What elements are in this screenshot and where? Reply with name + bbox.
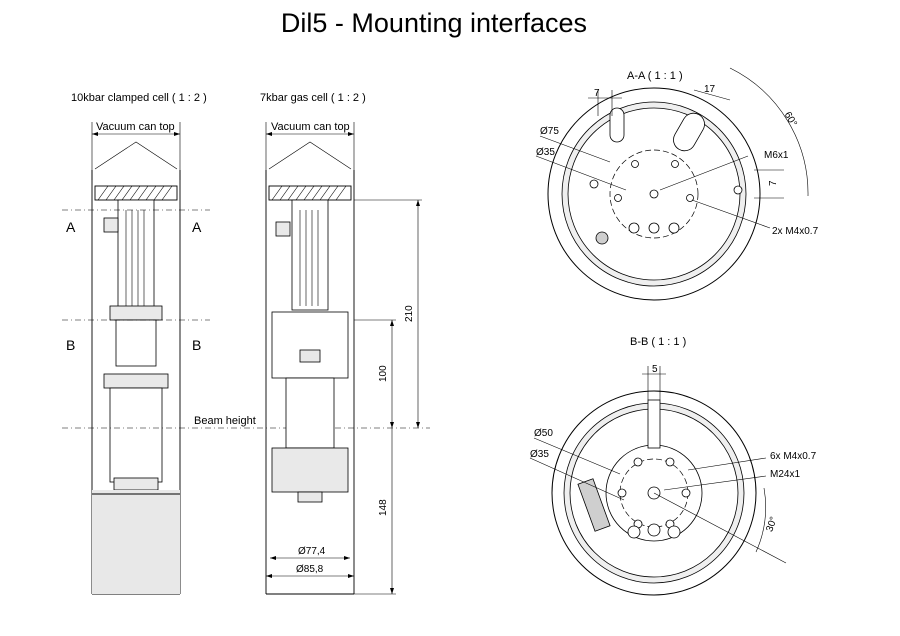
section-aa-view: A-A ( 1 : 1 ) 7 17 60° Ø75 Ø35 M6x1 (535, 67, 819, 301)
vacuum-can-top-label-left: Vacuum can top (96, 121, 175, 133)
bb-dim-m4: 6x M4x0.7 (770, 451, 817, 462)
beam-height-label: Beam height (194, 415, 256, 427)
dim-148: 148 (378, 499, 389, 516)
bb-dim-diameter-50: Ø50 (534, 428, 553, 439)
aa-dim-m6: M6x1 (764, 150, 789, 161)
dim-100: 100 (378, 365, 389, 382)
drawing-title: Dil5 - Mounting interfaces (281, 8, 587, 38)
bb-dim-m24: M24x1 (770, 469, 800, 480)
section-a-right-marker: A (192, 219, 202, 235)
aa-dim-7-slot: 7 (594, 88, 600, 99)
aa-dim-17: 17 (704, 84, 716, 95)
aa-dim-60-deg: 60° (782, 110, 799, 129)
gas-cell-view: 7kbar gas cell ( 1 : 2 ) Vacuum can top (260, 92, 422, 595)
section-a-left-marker: A (66, 219, 76, 235)
aa-dim-diameter-75: Ø75 (540, 126, 559, 137)
aa-dim-7-vertical: 7 (768, 180, 779, 186)
section-b-right-marker: B (192, 337, 201, 353)
section-bb-view: B-B ( 1 : 1 ) 5 Ø50 Ø35 6x M4x0.7 M24x1 … (529, 336, 817, 596)
dim-210: 210 (404, 305, 415, 322)
gas-cell-label: 7kbar gas cell ( 1 : 2 ) (260, 92, 366, 104)
aa-dim-m4: 2x M4x0.7 (772, 226, 819, 237)
dim-diameter-85-8: Ø85,8 (296, 564, 324, 575)
bb-dim-30-deg: 30° (764, 515, 780, 533)
section-aa-label: A-A ( 1 : 1 ) (627, 70, 683, 82)
clamped-cell-view: 10kbar clamped cell ( 1 : 2 ) Vacuum can… (62, 92, 210, 595)
aa-dim-diameter-35: Ø35 (536, 147, 555, 158)
clamped-cell-label: 10kbar clamped cell ( 1 : 2 ) (71, 92, 207, 104)
vacuum-can-top-label-right: Vacuum can top (271, 121, 350, 133)
bb-dim-5: 5 (652, 364, 658, 375)
dim-diameter-77-4: Ø77,4 (298, 546, 326, 557)
section-bb-label: B-B ( 1 : 1 ) (630, 336, 686, 348)
bb-dim-diameter-35: Ø35 (530, 449, 549, 460)
section-b-left-marker: B (66, 337, 75, 353)
